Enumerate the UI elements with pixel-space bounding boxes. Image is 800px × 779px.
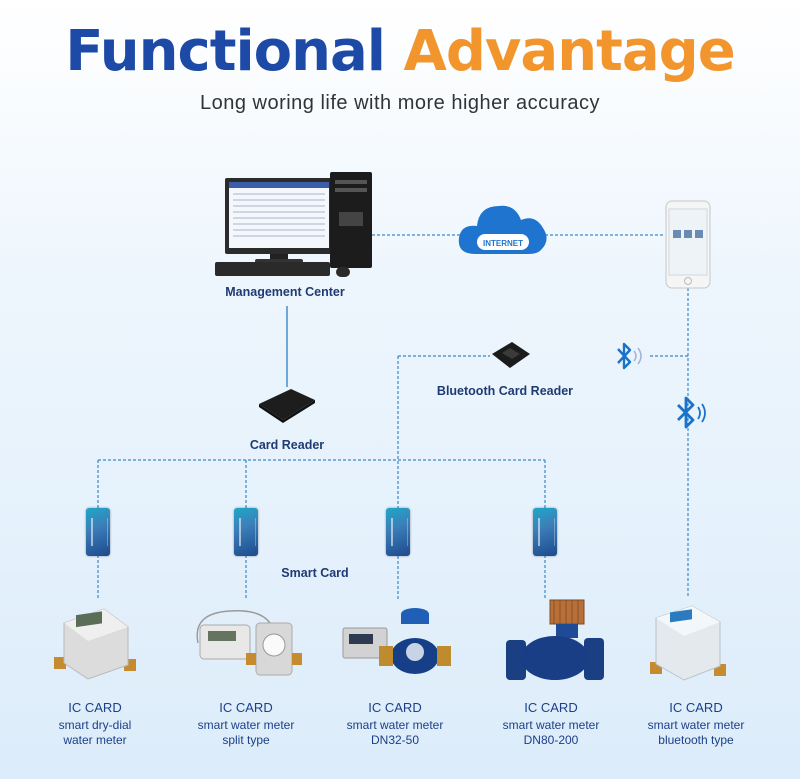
bluetooth-card-reader xyxy=(490,340,532,370)
meter-type-label: IC CARD xyxy=(68,700,122,715)
bluetooth-signal-2 xyxy=(673,394,713,432)
water-meter-icon xyxy=(506,599,604,680)
meter-line2: water meter xyxy=(63,733,127,747)
bluetooth-signal-1 xyxy=(612,340,650,374)
smartphone xyxy=(665,200,711,290)
smart-card-icon xyxy=(386,508,410,556)
meter-line1: smart water meter xyxy=(647,718,745,732)
bluetooth-icon xyxy=(617,342,642,370)
smart-card-label: Smart Card xyxy=(281,566,349,580)
meter-line2: split type xyxy=(222,733,270,747)
meter-bluetooth-type xyxy=(644,604,732,688)
meter-type-label: IC CARD xyxy=(669,700,723,715)
meter-label: IC CARD smart water meter bluetooth type xyxy=(626,700,766,748)
meter-type-label: IC CARD xyxy=(219,700,273,715)
meter-type-label: IC CARD xyxy=(368,700,422,715)
page-subtitle: Long woring life with more higher accura… xyxy=(199,92,601,114)
meter-dn32-50 xyxy=(335,598,463,686)
meter-line2: DN32-50 xyxy=(370,733,420,747)
management-computer xyxy=(215,172,375,282)
title-part1: Functional xyxy=(65,19,386,84)
management-center-label: Management Center xyxy=(225,285,345,299)
water-meter-icon xyxy=(196,610,302,676)
water-meter-icon xyxy=(650,605,726,681)
meter-label: IC CARD smart water meter DN80-200 xyxy=(481,700,621,748)
smart-card-icon xyxy=(86,508,110,556)
smart-card-icon xyxy=(533,508,557,556)
meter-line2: DN80-200 xyxy=(523,733,579,747)
meter-label: IC CARD smart dry-dial water meter xyxy=(25,700,165,748)
water-meter-icon xyxy=(54,608,136,680)
card-reader xyxy=(257,386,317,424)
meter-line1: smart water meter xyxy=(197,718,295,732)
internet-cloud: INTERNET xyxy=(455,196,550,266)
bluetooth-card-reader-label: Bluetooth Card Reader xyxy=(436,384,574,398)
meter-line1: smart water meter xyxy=(502,718,600,732)
cloud-icon: INTERNET xyxy=(458,205,547,254)
meter-line1: smart water meter xyxy=(346,718,444,732)
meter-line2: bluetooth type xyxy=(658,733,734,747)
card-reader-icon xyxy=(259,389,315,423)
card-reader-label: Card Reader xyxy=(249,438,325,452)
meter-type-label: IC CARD xyxy=(524,700,578,715)
meter-dry-dial xyxy=(48,605,143,685)
smart-card-icon xyxy=(234,508,258,556)
title-part2: Advantage xyxy=(403,19,735,84)
meter-split-type xyxy=(190,603,308,685)
computer-icon xyxy=(215,172,372,277)
bluetooth-icon xyxy=(677,396,706,429)
meter-label: IC CARD smart water meter DN32-50 xyxy=(325,700,465,748)
meter-label: IC CARD smart water meter split type xyxy=(176,700,316,748)
water-meter-icon xyxy=(342,608,451,674)
card-reader-icon xyxy=(492,342,530,368)
page-title: Functional Advantage xyxy=(0,20,800,84)
internet-label: INTERNET xyxy=(483,239,523,248)
meter-line1: smart dry-dial xyxy=(58,718,132,732)
smartphone-icon xyxy=(665,200,711,289)
meter-dn80-200 xyxy=(500,596,608,688)
